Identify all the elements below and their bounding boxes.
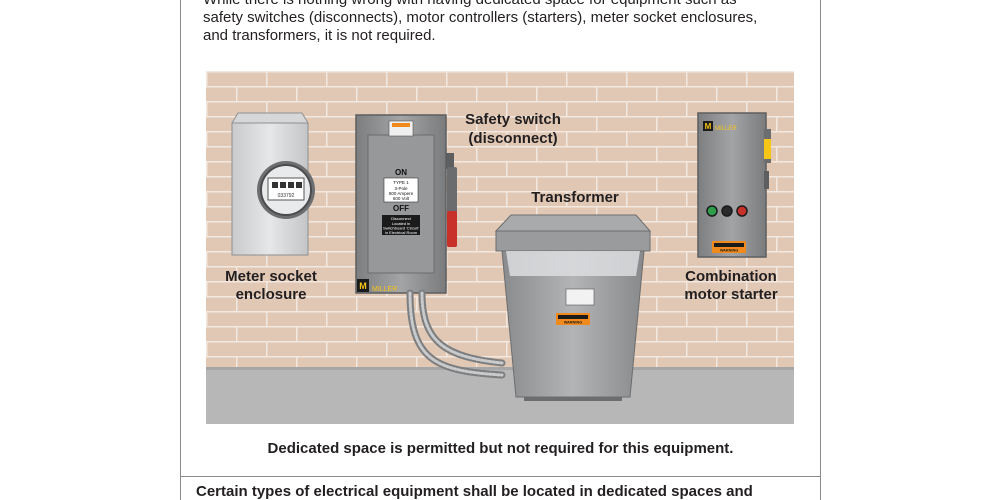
switch-on-label: ON [395, 168, 407, 177]
frame-divider [180, 476, 821, 477]
switch-off-label: OFF [393, 204, 409, 213]
flexible-conduit [406, 289, 506, 379]
stop-button [736, 205, 748, 217]
intro-line: While there is nothing wrong with having… [203, 0, 803, 9]
start-button [706, 205, 718, 217]
switch-rating-line: TYPE 1 [393, 180, 409, 185]
label-transformer: Transformer [531, 189, 619, 206]
switch-note-line: Switchboard 'Circuit' [383, 226, 419, 231]
equipment-illustration: 033792 ON TYPE 1 3-Pole 800 Ampere 600 V… [206, 71, 794, 424]
label-meter-socket-line2: enclosure [236, 286, 307, 303]
switch-note-line: in Electrical Room [385, 230, 418, 235]
illustration-caption: Dedicated space is permitted but not req… [267, 440, 734, 457]
transformer-warning: WARNING [564, 321, 582, 325]
brand-name: MILLER [372, 286, 397, 293]
intro-paragraph: While there is nothing wrong with having… [203, 0, 803, 45]
label-meter-socket-line1: Meter socket [225, 268, 317, 285]
brand-mark: M [359, 281, 367, 291]
meter-number: 033792 [278, 193, 295, 199]
frame-left-border [180, 0, 181, 500]
label-starter-line1: Combination [685, 268, 777, 285]
switch-note-line: Disconnect [391, 216, 412, 221]
bottom-statement: Certain types of electrical equipment sh… [196, 483, 753, 500]
switch-note-line: Located in [392, 221, 410, 226]
label-safety-switch-line1: Safety switch [465, 111, 561, 128]
safety-switch: ON TYPE 1 3-Pole 800 Ampere 600 Volt OFF… [355, 114, 457, 294]
label-starter-line2: motor starter [684, 286, 778, 303]
selector-switch [721, 205, 733, 217]
intro-line: safety switches (disconnects), motor con… [203, 9, 758, 26]
starter-warning: WARNING [720, 249, 738, 253]
intro-line: and transformers, it is not required. [203, 27, 436, 44]
switch-rating-line: 3-Pole [394, 186, 408, 191]
starter-brand-name: MILLER [715, 126, 737, 132]
frame-right-border [820, 0, 821, 500]
label-safety-switch-line2: (disconnect) [468, 130, 557, 147]
meter-socket-enclosure: 033792 [231, 112, 315, 256]
starter-brand-mark: M [705, 122, 712, 131]
switch-rating-line: 800 Ampere [389, 191, 414, 196]
combination-motor-starter: M MILLER WARNING [697, 112, 771, 258]
transformer: WARNING [494, 214, 652, 401]
switch-rating-line: 600 Volt [393, 196, 410, 201]
